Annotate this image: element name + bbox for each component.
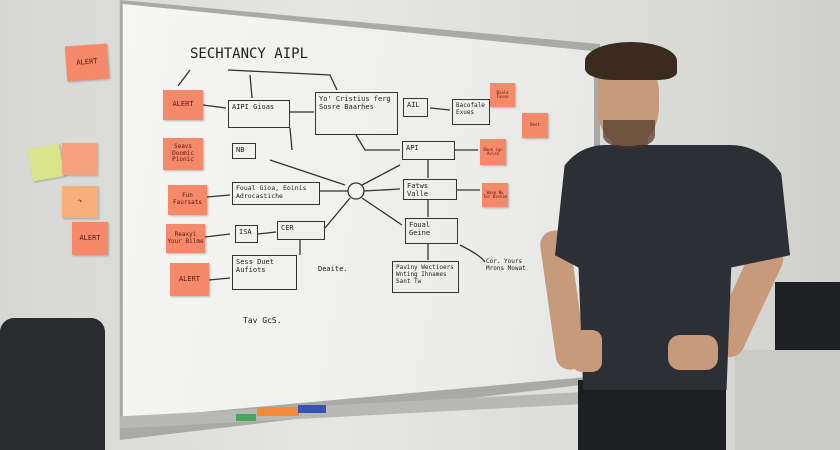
diagram-box: Bacofale Exues — [452, 99, 490, 125]
marker — [236, 414, 256, 421]
diagram-box: NB — [232, 143, 256, 159]
desk — [735, 350, 840, 450]
eraser — [257, 407, 299, 416]
monitor — [775, 282, 840, 352]
diagram-box: ISA — [235, 225, 258, 243]
board-title: SECHTANCY AIPL — [190, 46, 309, 62]
office-chair — [0, 318, 105, 450]
person-trousers — [578, 380, 726, 450]
person-beard — [603, 120, 655, 148]
board-note: Tav GcS. — [243, 316, 282, 325]
board-sticky: ALERT — [170, 263, 209, 296]
board-sticky: ALERT — [163, 90, 203, 120]
diagram-box: API — [402, 141, 455, 160]
wall-sticky-alert: ALERT — [72, 222, 108, 255]
board-sticky: Fun Faursats — [168, 185, 207, 215]
person-right-hand — [668, 335, 718, 370]
board-sticky: Nost — [522, 113, 548, 138]
person-hair — [585, 42, 677, 80]
wall-sticky-arrow: ↷ — [62, 186, 98, 218]
person-left-hand — [572, 330, 602, 372]
board-sticky: Seavs Doomic Pionic — [163, 138, 203, 170]
board-sticky: Bsale Tuuse — [490, 83, 515, 107]
diagram-box: Fatws Valle — [403, 179, 457, 200]
diagram-node — [347, 182, 365, 200]
marker — [298, 405, 326, 413]
diagram-box: CER — [277, 221, 325, 240]
board-note: Deaite. — [318, 265, 348, 273]
diagram-box: Foual Geine — [405, 218, 458, 244]
diagram-box: Yo' Cristius ferg Sosre Baarhes — [315, 92, 398, 135]
board-sticky: Baue ign Aviso — [480, 139, 506, 165]
board-note: Cor. Yours Mrons Mowat — [486, 258, 526, 272]
diagram-box: Sess Duet Aufiots — [232, 255, 297, 290]
diagram-box: Paviny Wectioers Wnting Ihnames Sant Tw — [392, 261, 459, 293]
board-sticky: Reaxyi Your Bilme — [166, 224, 205, 253]
board-sticky: Wase Nu Tor Blesim — [482, 183, 508, 207]
diagram-box: Foual Gioa, Eoinis Adrocastiche — [232, 182, 320, 205]
diagram-box: AIL — [403, 98, 428, 117]
diagram-box: AIPI Gioas — [228, 100, 290, 128]
wall-sticky — [62, 143, 97, 175]
